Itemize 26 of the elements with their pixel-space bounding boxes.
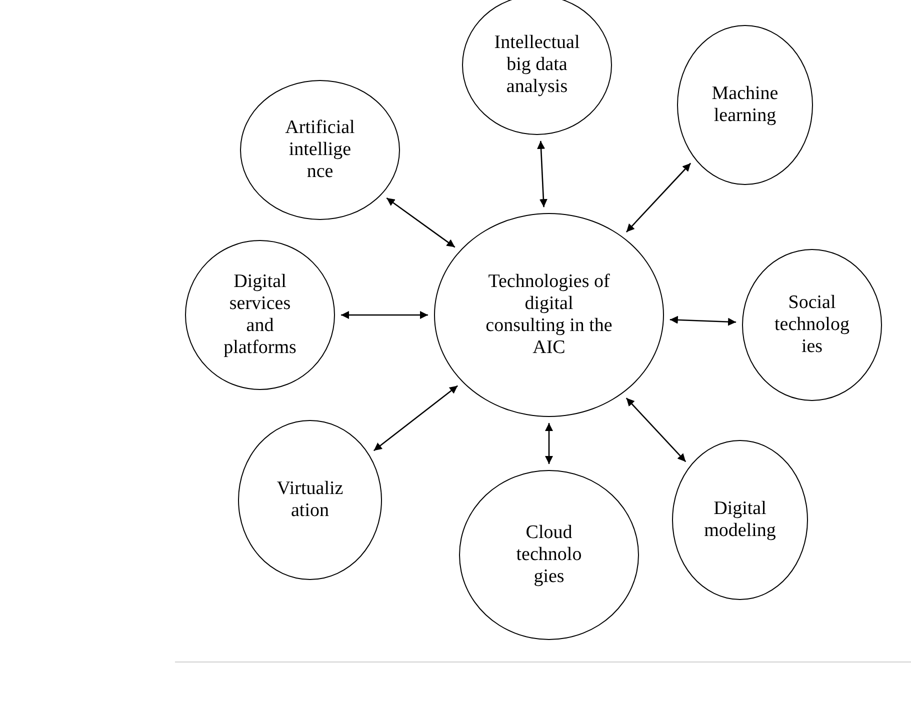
node-label: Cloud technolo gies [515,522,583,588]
ellipse-node [459,470,639,640]
node-label: Social technolog ies [774,292,850,358]
double-arrow [537,140,548,208]
ellipse-node [742,249,882,401]
ellipse-node [185,240,335,390]
node-label: Digital services and platforms [222,271,298,359]
double-arrow [545,423,553,464]
node-label: Machine learning [710,83,780,127]
ellipse-node [238,420,382,580]
ellipse-node [240,80,400,220]
node-label: Virtualiz ation [276,478,344,522]
double-arrow [386,197,456,248]
node-label: Intellectual big data analysis [493,32,581,98]
ellipse-node [677,25,813,185]
double-arrow [373,385,458,452]
node-label: Artificial intellige nce [284,117,356,183]
double-arrow [626,398,686,462]
node-label: Technologies of digital consulting in the AIC [484,271,614,359]
node-label: Digital modeling [703,498,777,542]
double-arrow [341,311,428,319]
double-arrow [626,162,692,232]
double-arrow [670,316,736,326]
ellipse-node [434,213,664,417]
ellipse-node [672,440,808,600]
ellipse-node [462,0,612,135]
